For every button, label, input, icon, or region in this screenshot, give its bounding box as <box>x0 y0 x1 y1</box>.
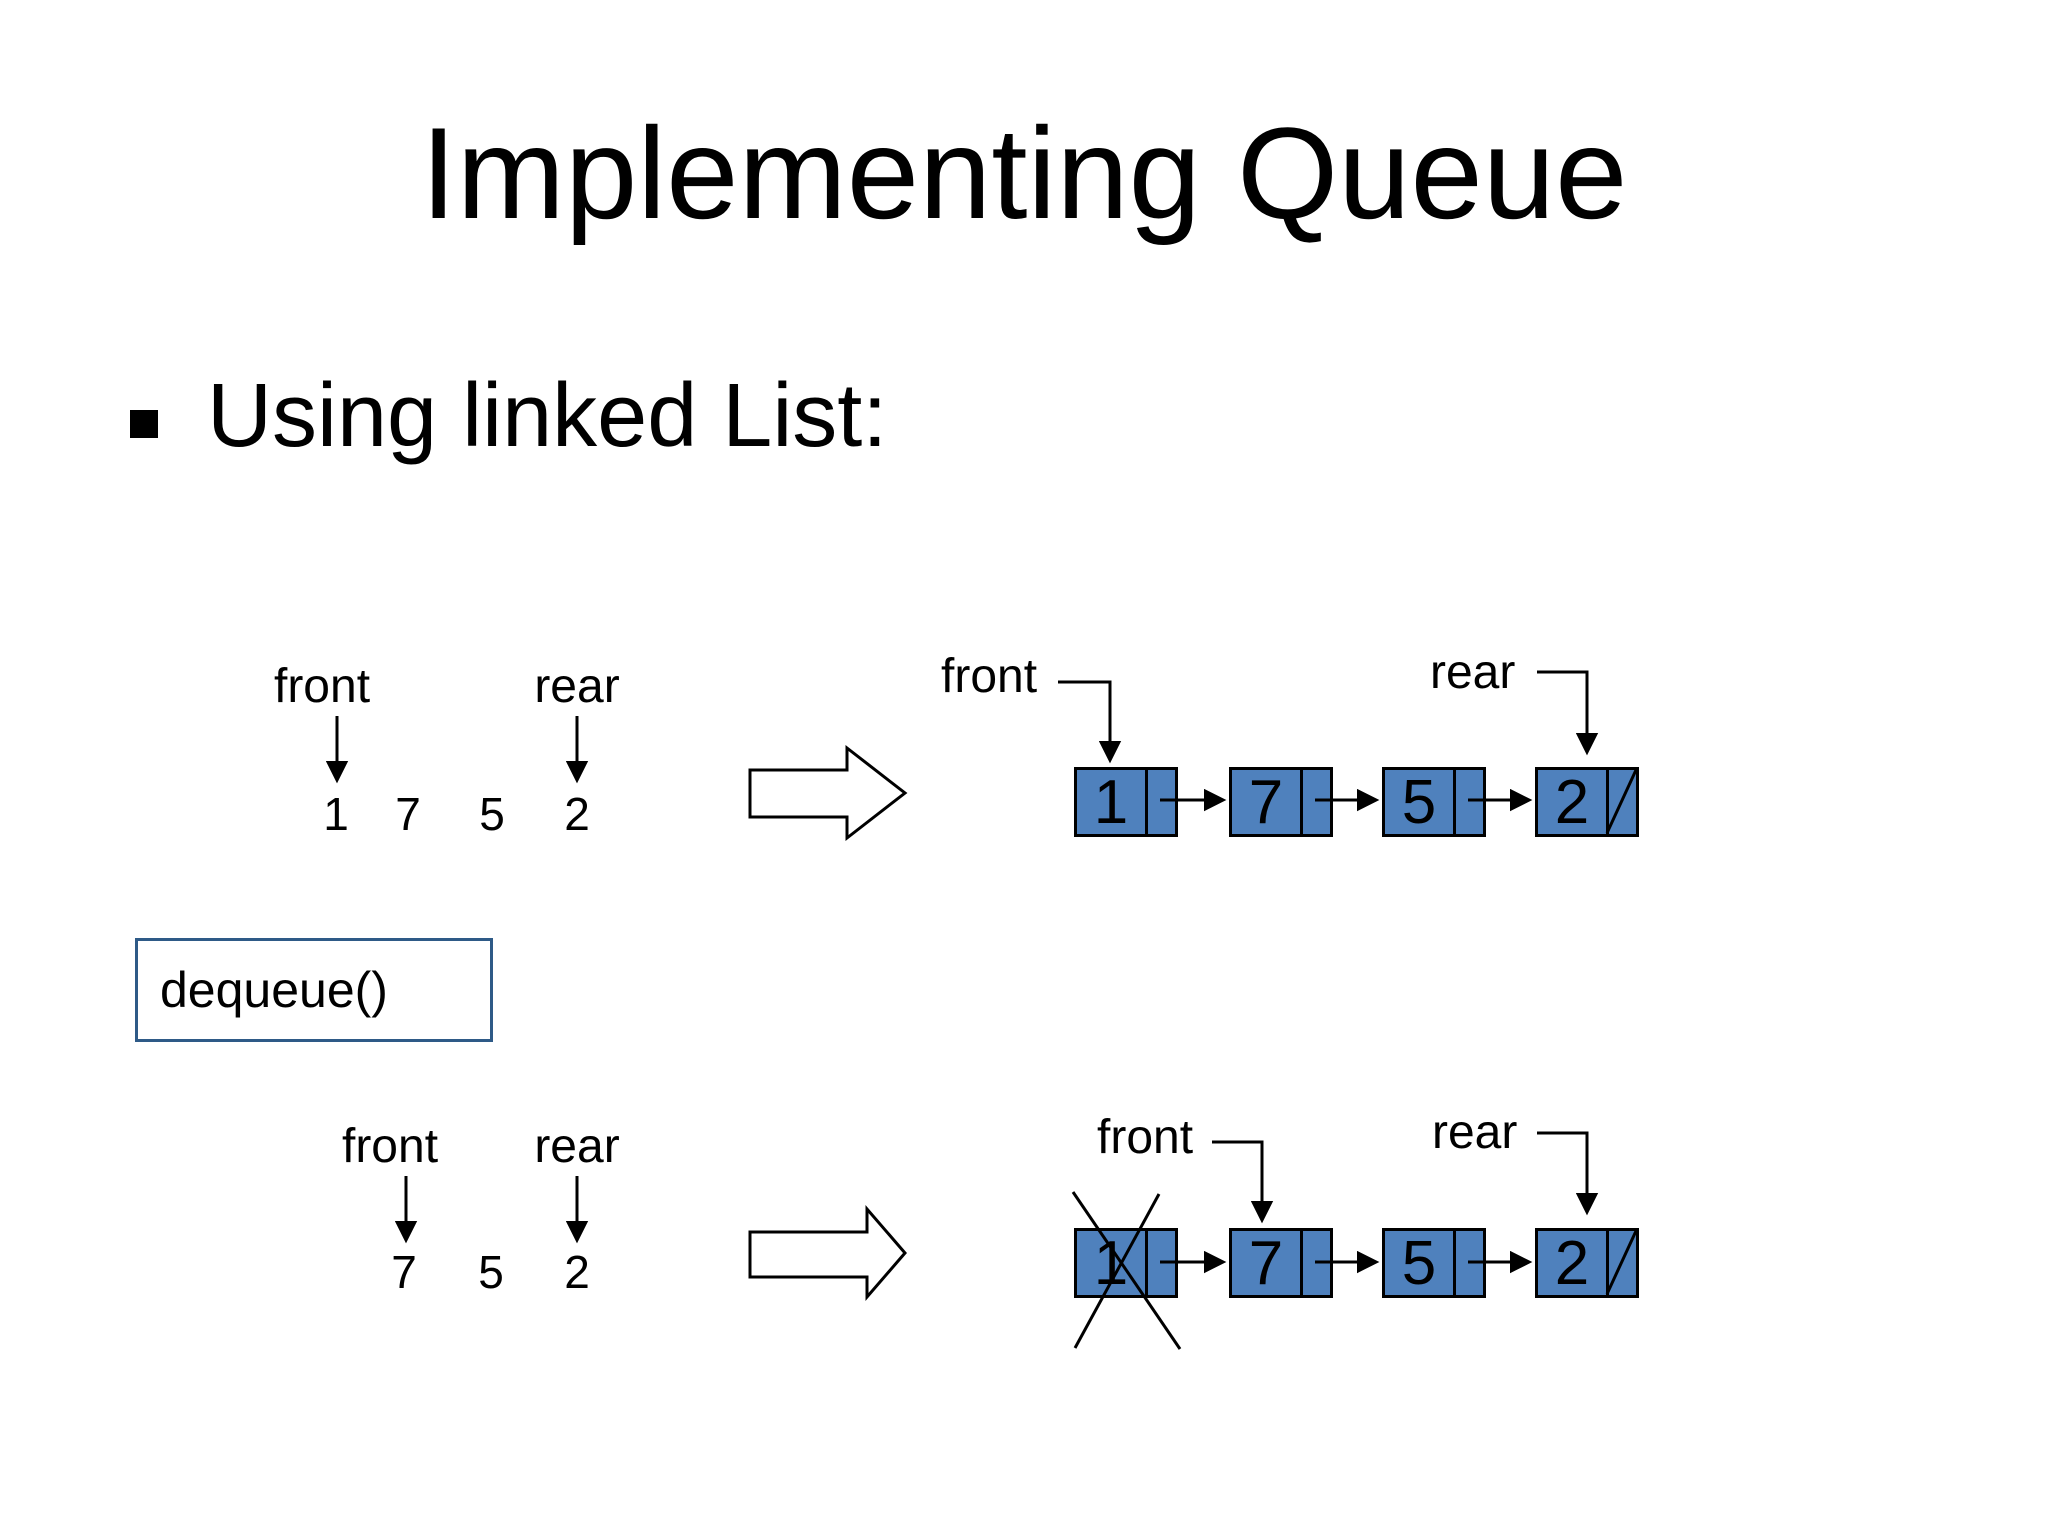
node-value: 2 <box>1554 1228 1590 1298</box>
bullet-square-icon <box>130 410 158 438</box>
node-pointer-cell <box>1148 1231 1175 1295</box>
queue-after-value: 7 <box>391 1246 417 1298</box>
front-elbow-arrow <box>1212 1140 1274 1224</box>
bullet-text: Using linked List: <box>207 366 888 466</box>
node-data-cell: 2 <box>1538 1229 1609 1298</box>
node-pointer-cell <box>1609 1231 1636 1295</box>
node-pointer-cell <box>1456 770 1483 834</box>
list-before-rear-label: rear <box>1430 646 1516 699</box>
node-value: 1 <box>1093 767 1129 837</box>
page-title: Implementing Queue <box>420 100 1628 246</box>
rear-elbow-arrow <box>1537 670 1599 756</box>
node-data-cell: 1 <box>1077 768 1148 837</box>
list-after-node: 7 <box>1229 1228 1333 1298</box>
node-value: 5 <box>1401 767 1437 837</box>
list-after-front-label: front <box>1097 1111 1194 1164</box>
queue-after-value: 5 <box>478 1246 504 1298</box>
rear-elbow-arrow <box>1537 1131 1599 1216</box>
operation-label: dequeue() <box>160 962 388 1018</box>
queue-before-value: 7 <box>395 788 421 840</box>
queue-after-rear-label: rear <box>534 1120 620 1173</box>
queue-before-value: 1 <box>323 788 349 840</box>
node-data-cell: 5 <box>1385 1229 1456 1298</box>
node-pointer-cell <box>1456 1231 1483 1295</box>
list-before-node: 1 <box>1074 767 1178 837</box>
node-pointer-cell <box>1303 1231 1330 1295</box>
list-after-rear-label: rear <box>1432 1106 1518 1159</box>
list-before-node: 7 <box>1229 767 1333 837</box>
node-pointer-cell <box>1303 770 1330 834</box>
queue-before-rear-label: rear <box>534 660 620 713</box>
node-data-cell: 7 <box>1232 1229 1303 1298</box>
node-value: 2 <box>1554 767 1590 837</box>
queue-before-value: 2 <box>564 788 590 840</box>
operation-box: dequeue() <box>135 938 493 1042</box>
node-value: 7 <box>1248 767 1284 837</box>
transform-arrow-icon <box>748 744 908 842</box>
list-after-node: 5 <box>1382 1228 1486 1298</box>
list-before-front-label: front <box>941 650 1038 703</box>
queue-after-front-label: front <box>341 1120 439 1173</box>
node-data-cell: 5 <box>1385 768 1456 837</box>
queue-before-value: 5 <box>479 788 505 840</box>
list-before-node: 5 <box>1382 767 1486 837</box>
node-pointer-cell <box>1148 770 1175 834</box>
node-pointer-cell <box>1609 770 1636 834</box>
front-elbow-arrow <box>1058 680 1122 764</box>
node-value: 5 <box>1401 1228 1437 1298</box>
list-after-node: 2 <box>1535 1228 1639 1298</box>
list-after-node-removed: 1 <box>1074 1228 1178 1298</box>
node-value: 7 <box>1248 1228 1284 1298</box>
list-before-node: 2 <box>1535 767 1639 837</box>
node-data-cell: 1 <box>1077 1229 1148 1298</box>
node-data-cell: 2 <box>1538 768 1609 837</box>
transform-arrow-icon <box>748 1204 907 1302</box>
queue-before-front-label: front <box>273 660 371 713</box>
queue-after-value: 2 <box>564 1246 590 1298</box>
node-data-cell: 7 <box>1232 768 1303 837</box>
node-value: 1 <box>1093 1228 1129 1298</box>
